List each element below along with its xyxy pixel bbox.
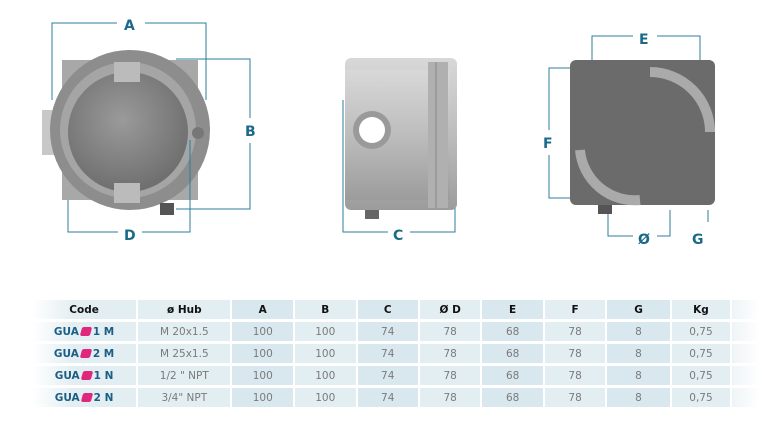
code-prefix: GUA — [54, 369, 80, 382]
cell-g: 8 — [607, 366, 670, 385]
cell-spacer — [732, 388, 760, 407]
back-view: E F Ø G — [543, 32, 715, 248]
cell-d: 78 — [419, 344, 481, 363]
cell-f: 78 — [544, 344, 606, 363]
cell-e: 68 — [482, 388, 543, 407]
header-hub: ø Hub — [138, 300, 231, 319]
dim-label-diameter: Ø — [638, 232, 650, 248]
code-suffix: 1 N — [93, 369, 114, 382]
cell-c: 74 — [357, 344, 418, 363]
cell-c: 74 — [357, 322, 418, 341]
header-code: Code — [32, 300, 137, 319]
cell-a: 100 — [232, 388, 293, 407]
cell-b: 100 — [294, 322, 356, 341]
cell-a: 100 — [232, 322, 293, 341]
cell-g: 8 — [607, 388, 670, 407]
cell-code: GUA 1 N — [32, 366, 137, 385]
cell-b: 100 — [294, 388, 356, 407]
cell-kg: 0,75 — [671, 366, 731, 385]
cell-spacer — [732, 322, 760, 341]
dim-label-e: E — [639, 32, 649, 48]
code-prefix: GUA — [53, 325, 79, 338]
cell-code: GUA 2 N — [32, 388, 137, 407]
cell-kg: 0,75 — [671, 322, 731, 341]
cell-f: 78 — [544, 322, 606, 341]
dim-label-f: F — [543, 136, 553, 152]
cell-d: 78 — [419, 366, 481, 385]
marker-icon — [80, 392, 93, 402]
cell-d: 78 — [419, 388, 481, 407]
header-e: E — [482, 300, 543, 319]
cell-g: 8 — [607, 322, 670, 341]
front-view: A B D — [42, 18, 709, 244]
cell-c: 74 — [357, 366, 418, 385]
cell-hub: 1/2 " NPT — [138, 366, 231, 385]
cell-code: GUA 2 M — [32, 344, 137, 363]
header-g: G — [607, 300, 670, 319]
cell-c: 74 — [357, 388, 418, 407]
technical-drawings: A B D C E F Ø G — [42, 18, 715, 248]
header-b: B — [294, 300, 356, 319]
cell-hub: M 25x1.5 — [138, 344, 231, 363]
header-f: F — [544, 300, 606, 319]
dim-label-a: A — [124, 18, 135, 34]
cell-b: 100 — [294, 366, 356, 385]
cell-kg: 0,75 — [671, 388, 731, 407]
cell-hub: M 20x1.5 — [138, 322, 231, 341]
cell-spacer — [732, 366, 760, 385]
dimensions-table: Code ø Hub A B C Ø D E F G Kg GUA 1 M M 20… — [30, 297, 762, 410]
header-kg: Kg — [671, 300, 731, 319]
side-view: C — [345, 58, 457, 244]
cell-kg: 0,75 — [671, 344, 731, 363]
cell-g: 8 — [607, 344, 670, 363]
code-suffix: 2 N — [93, 391, 114, 404]
cell-code: GUA 1 M — [32, 322, 137, 341]
header-a: A — [232, 300, 293, 319]
cell-e: 68 — [482, 344, 543, 363]
cell-f: 78 — [544, 388, 606, 407]
cell-a: 100 — [232, 344, 293, 363]
cell-d: 78 — [419, 322, 481, 341]
marker-icon — [79, 326, 93, 336]
code-suffix: 1 M — [92, 325, 115, 338]
dim-label-c: C — [393, 228, 403, 244]
cell-e: 68 — [482, 322, 543, 341]
dim-label-g: G — [692, 232, 704, 248]
dim-label-b: B — [245, 124, 256, 140]
cell-b: 100 — [294, 344, 356, 363]
header-d: Ø D — [419, 300, 481, 319]
code-prefix: GUA — [54, 391, 80, 404]
dim-label-d: D — [124, 228, 136, 244]
cell-hub: 3/4" NPT — [138, 388, 231, 407]
cell-f: 78 — [544, 366, 606, 385]
cell-spacer — [732, 344, 760, 363]
cell-e: 68 — [482, 366, 543, 385]
marker-icon — [79, 348, 93, 358]
code-suffix: 2 M — [92, 347, 115, 360]
header-spacer — [732, 300, 760, 319]
marker-icon — [80, 370, 93, 380]
header-c: C — [357, 300, 418, 319]
cell-a: 100 — [232, 366, 293, 385]
code-prefix: GUA — [53, 347, 79, 360]
table-header-row: Code ø Hub A B C Ø D E F G Kg — [32, 300, 760, 319]
